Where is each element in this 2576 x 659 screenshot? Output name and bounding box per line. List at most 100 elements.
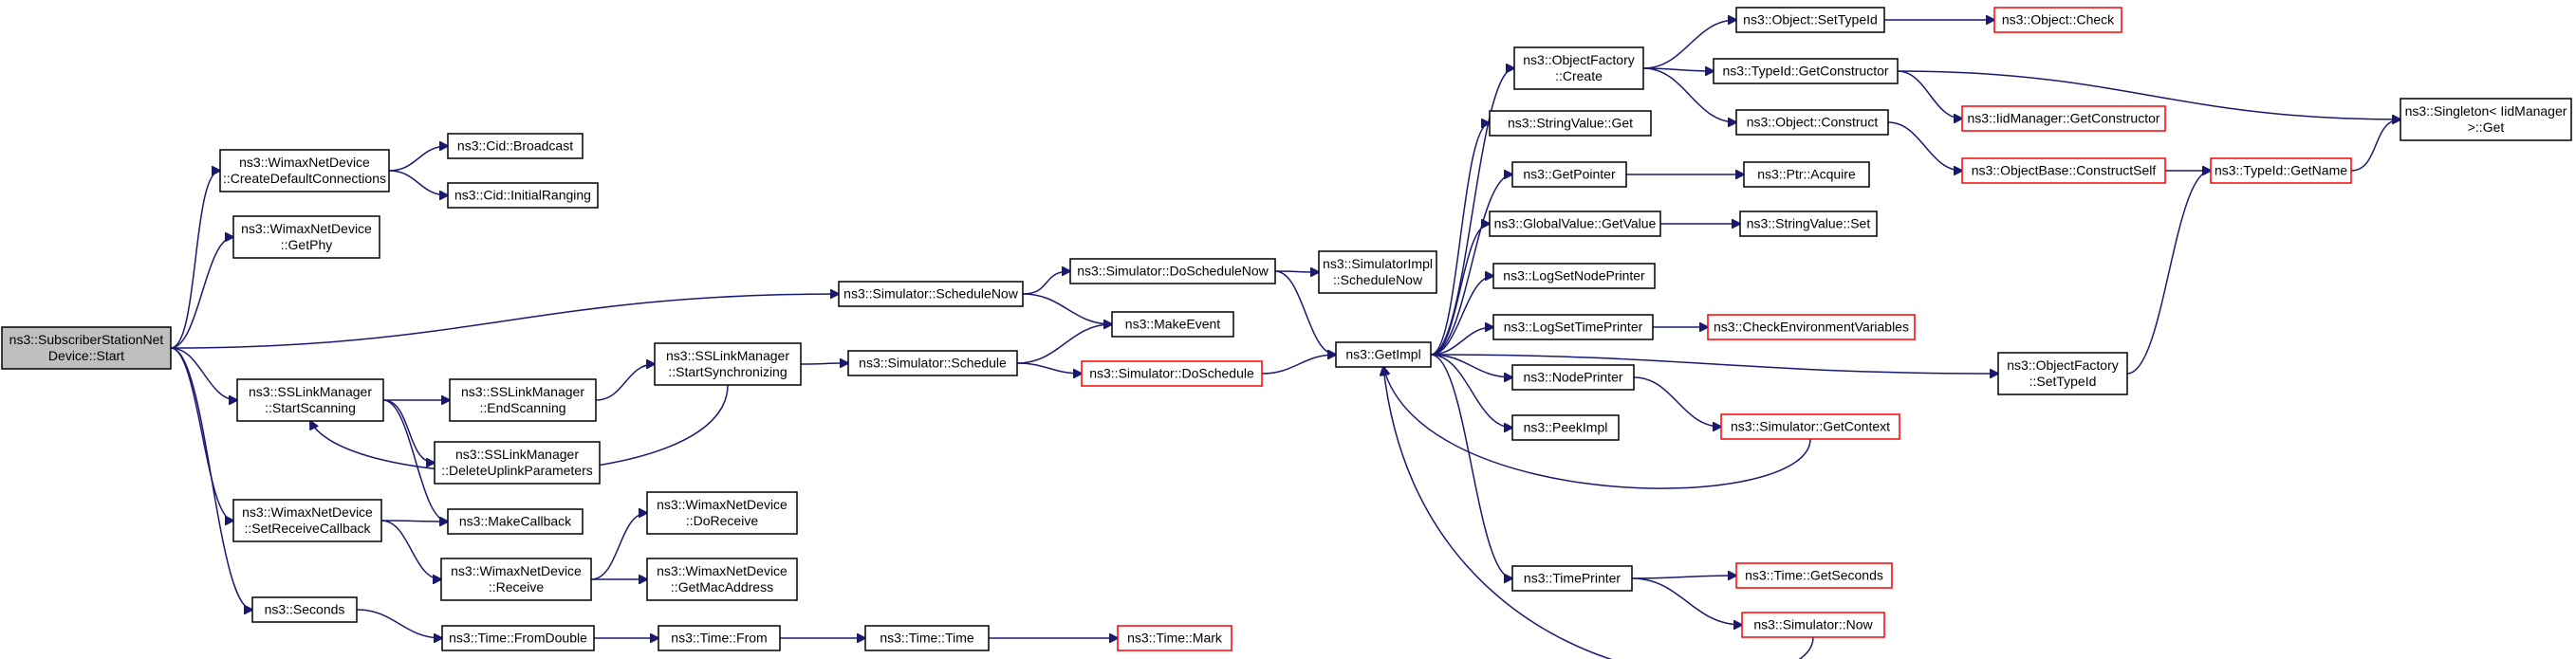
node-receive[interactable]: ns3::WimaxNetDevice::Receive [440,558,592,601]
node-box[interactable] [1492,314,1654,340]
node-seconds[interactable]: ns3::Seconds [251,596,358,623]
node-box[interactable] [1707,314,1916,340]
node-box[interactable] [1335,341,1432,368]
node-get-pointer[interactable]: ns3::GetPointer [1511,161,1627,188]
node-box[interactable] [1735,562,1893,589]
node-time-printer[interactable]: ns3::TimePrinter [1511,565,1633,592]
node-box[interactable] [447,133,584,159]
node-str-val-get[interactable]: ns3::StringValue::Get [1489,110,1652,137]
node-box[interactable] [1720,413,1900,440]
node-box[interactable] [1713,58,1899,84]
node-box[interactable] [236,378,384,422]
node-sched-now[interactable]: ns3::Simulator::ScheduleNow [838,281,1024,307]
node-box[interactable] [1492,263,1656,289]
node-box[interactable] [1511,414,1620,441]
node-box[interactable] [1511,364,1635,391]
node-box[interactable] [1735,7,1885,33]
node-obj-set-type-id[interactable]: ns3::Object::SetTypeId [1735,7,1885,33]
node-obj-construct[interactable]: ns3::Object::Construct [1735,109,1889,136]
node-box[interactable] [1741,612,1885,638]
node-box[interactable] [646,491,798,535]
node-check-env-vars[interactable]: ns3::CheckEnvironmentVariables [1707,314,1916,340]
node-box[interactable] [440,558,592,601]
node-box[interactable] [646,558,798,601]
node-ptr-acquire[interactable]: ns3::Ptr::Acquire [1743,161,1870,188]
node-box[interactable] [1081,360,1263,387]
node-iid-mgr-get-ctor[interactable]: ns3::IidManager::GetConstructor [1961,105,2166,132]
node-sim-impl-sched-now[interactable]: ns3::SimulatorImpl::ScheduleNow [1318,250,1437,294]
node-type-id-get-name[interactable]: ns3::TypeId::GetName [2210,157,2352,184]
node-box[interactable] [1743,161,1870,188]
node-box[interactable] [251,596,358,623]
node-set-recv-cb[interactable]: ns3::WimaxNetDevice::SetReceiveCallback [232,499,382,542]
node-box[interactable] [2210,157,2352,184]
node-peek-impl[interactable]: ns3::PeekImpl [1511,414,1620,441]
node-node-printer[interactable]: ns3::NodePrinter [1511,364,1635,391]
node-box[interactable] [864,625,990,651]
node-box[interactable] [449,378,597,422]
node-obj-base-construct-self[interactable]: ns3::ObjectBase::ConstructSelf [1961,157,2166,184]
node-box[interactable] [1489,211,1661,237]
node-box[interactable] [232,499,382,542]
node-box[interactable] [1735,109,1889,136]
node-box[interactable] [1511,161,1627,188]
node-global-val-get[interactable]: ns3::GlobalValue::GetValue [1489,211,1661,237]
node-box[interactable] [1117,625,1232,651]
node-box[interactable] [2400,98,2572,141]
node-box[interactable] [658,625,781,651]
node-box[interactable] [447,182,599,209]
node-sim-now[interactable]: ns3::Simulator::Now [1741,612,1885,638]
node-create-def-conn[interactable]: ns3::WimaxNetDevice::CreateDefaultConnec… [219,149,390,192]
node-box[interactable] [1489,110,1652,137]
node-box[interactable] [1961,105,2166,132]
node-box[interactable] [838,281,1024,307]
node-box[interactable] [1,326,172,370]
node-get-mac[interactable]: ns3::WimaxNetDevice::GetMacAddress [646,558,798,601]
node-log-set-node[interactable]: ns3::LogSetNodePrinter [1492,263,1656,289]
node-box[interactable] [1111,311,1234,338]
node-time-from[interactable]: ns3::Time::From [658,625,781,651]
node-do-sched-now[interactable]: ns3::Simulator::DoScheduleNow [1069,258,1276,284]
node-cid-broadcast[interactable]: ns3::Cid::Broadcast [447,133,584,159]
node-box[interactable] [1961,157,2166,184]
node-box[interactable] [1993,7,2122,33]
node-box[interactable] [447,508,584,535]
node-get-phy[interactable]: ns3::WimaxNetDevice::GetPhy [232,215,380,259]
node-make-callback[interactable]: ns3::MakeCallback [447,508,584,535]
node-box[interactable] [1997,352,2128,395]
node-singleton-get[interactable]: ns3::Singleton< IidManager >::Get [2400,98,2572,141]
node-delete-uplink[interactable]: ns3::SSLinkManager::DeleteUplinkParamete… [434,441,601,485]
node-box[interactable] [219,149,390,192]
node-obj-fact-create[interactable]: ns3::ObjectFactory::Create [1513,46,1644,90]
node-end-scanning[interactable]: ns3::SSLinkManager::EndScanning [449,378,597,422]
node-time-time[interactable]: ns3::Time::Time [864,625,990,651]
node-str-val-set[interactable]: ns3::StringValue::Set [1739,211,1878,237]
node-time-mark[interactable]: ns3::Time::Mark [1117,625,1232,651]
node-sim-schedule[interactable]: ns3::Simulator::Schedule [847,350,1018,376]
node-sim-get-context[interactable]: ns3::Simulator::GetContext [1720,413,1900,440]
node-box[interactable] [441,625,595,651]
node-time-get-seconds[interactable]: ns3::Time::GetSeconds [1735,562,1893,589]
node-box[interactable] [1511,565,1633,592]
node-box[interactable] [654,342,802,386]
node-box[interactable] [1069,258,1276,284]
node-box[interactable] [1318,250,1437,294]
node-type-id-get-ctor[interactable]: ns3::TypeId::GetConstructor [1713,58,1899,84]
node-box[interactable] [847,350,1018,376]
node-box[interactable] [434,441,601,485]
node-obj-check[interactable]: ns3::Object::Check [1993,7,2122,33]
node-get-impl[interactable]: ns3::GetImpl [1335,341,1432,368]
node-make-event[interactable]: ns3::MakeEvent [1111,311,1234,338]
node-do-schedule[interactable]: ns3::Simulator::DoSchedule [1081,360,1263,387]
node-obj-fact-set-type-id[interactable]: ns3::ObjectFactory::SetTypeId [1997,352,2128,395]
node-box[interactable] [1739,211,1878,237]
node-box[interactable] [232,215,380,259]
node-cid-init-ranging[interactable]: ns3::Cid::InitialRanging [447,182,599,209]
node-start-scanning[interactable]: ns3::SSLinkManager::StartScanning [236,378,384,422]
node-log-set-time[interactable]: ns3::LogSetTimePrinter [1492,314,1654,340]
node-do-receive[interactable]: ns3::WimaxNetDevice::DoReceive [646,491,798,535]
node-box[interactable] [1513,46,1644,90]
node-from-double[interactable]: ns3::Time::FromDouble [441,625,595,651]
node-start-sync[interactable]: ns3::SSLinkManager::StartSynchronizing [654,342,802,386]
